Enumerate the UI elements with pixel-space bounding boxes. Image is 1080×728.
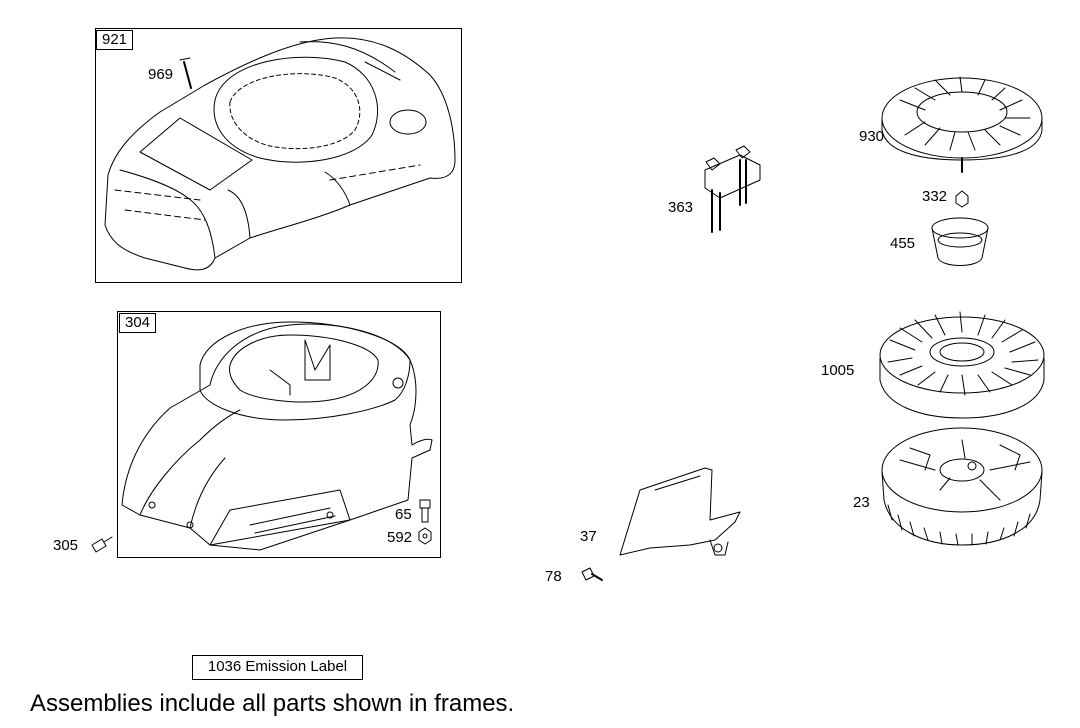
cup-455-drawing: [931, 217, 989, 266]
callout-78: 78: [545, 568, 562, 585]
emission-label-box: 1036 Emission Label: [192, 655, 363, 680]
flywheel-23-drawing: [881, 427, 1043, 546]
nut-332-drawing: [955, 190, 969, 208]
nut-592-drawing: [418, 527, 432, 545]
bolt-65-drawing: [419, 499, 431, 523]
screen-930-drawing: [881, 76, 1043, 173]
air-guide-37-drawing: [619, 467, 741, 556]
callout-37: 37: [580, 528, 597, 545]
callout-1005: 1005: [821, 362, 855, 379]
callout-363: 363: [668, 199, 694, 216]
callout-455: 455: [890, 235, 916, 252]
callout-592: 592: [387, 529, 413, 546]
callout-65: 65: [395, 506, 412, 523]
callout-969: 969: [148, 66, 174, 83]
footer-note: Assemblies include all parts shown in fr…: [30, 690, 515, 717]
callout-930: 930: [859, 128, 885, 145]
blower-top-cover-drawing: [104, 37, 456, 271]
frame-304-number: 304: [119, 313, 157, 333]
fan-1005-drawing: [879, 311, 1045, 419]
callout-305: 305: [53, 537, 79, 554]
callout-332: 332: [922, 188, 948, 205]
screw-305-drawing: [91, 536, 113, 553]
screw-78-drawing: [581, 567, 603, 581]
callout-23: 23: [853, 494, 870, 511]
frame-921-number: 921: [96, 30, 134, 50]
bracket-363-drawing: [704, 145, 761, 233]
frame-304: [117, 311, 441, 558]
frame-921: [95, 28, 462, 283]
blower-housing-drawing: [121, 321, 433, 551]
